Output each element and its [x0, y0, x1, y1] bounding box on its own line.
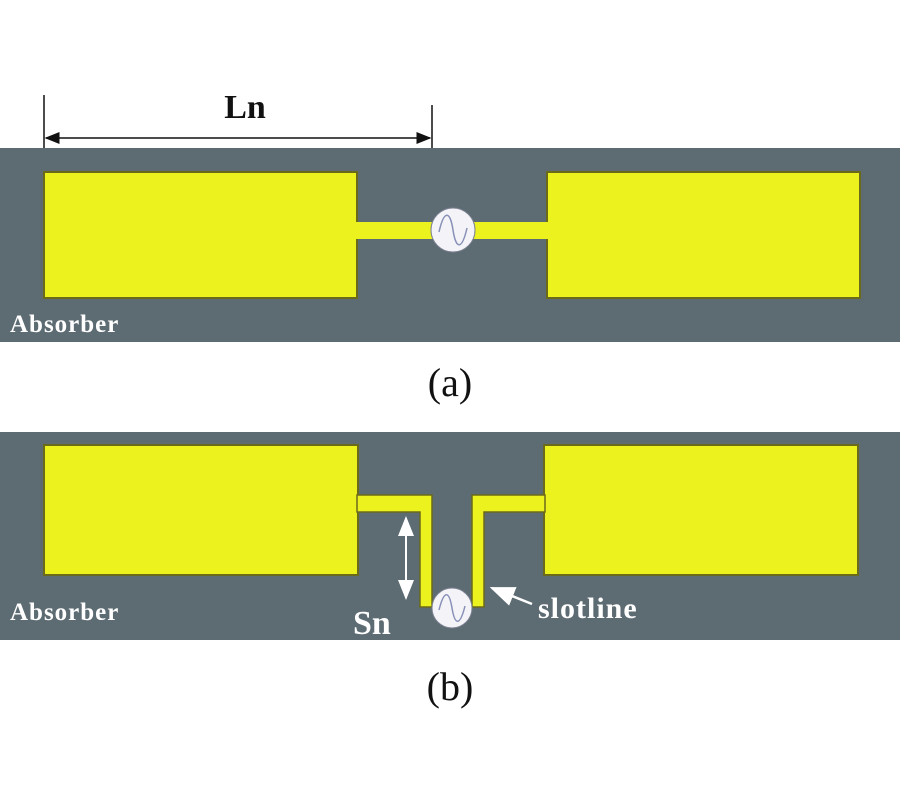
sn-label: Sn	[353, 605, 391, 642]
panel-a: Ln Absorber (a)	[0, 89, 900, 405]
left-patch	[43, 171, 358, 299]
left-patch	[43, 444, 359, 576]
ac-source-icon	[430, 207, 476, 253]
ac-source-icon	[431, 587, 473, 629]
right-patch	[543, 444, 859, 576]
slotline-label: slotline	[538, 592, 638, 625]
absorber-label-a: Absorber	[10, 311, 119, 338]
caption-a: (a)	[428, 360, 472, 405]
caption-b: (b)	[427, 664, 474, 709]
absorber-label-b: Absorber	[10, 599, 119, 626]
right-patch	[546, 171, 861, 299]
ln-label: Ln	[224, 89, 266, 126]
panel-b: Sn slotline Absorber (b)	[0, 432, 900, 709]
right-slotline-arm	[471, 494, 546, 608]
left-slotline-arm	[356, 494, 433, 608]
right-feed-line	[472, 222, 549, 239]
left-feed-line	[356, 222, 434, 239]
slotline-pointer-arrow	[489, 586, 533, 606]
